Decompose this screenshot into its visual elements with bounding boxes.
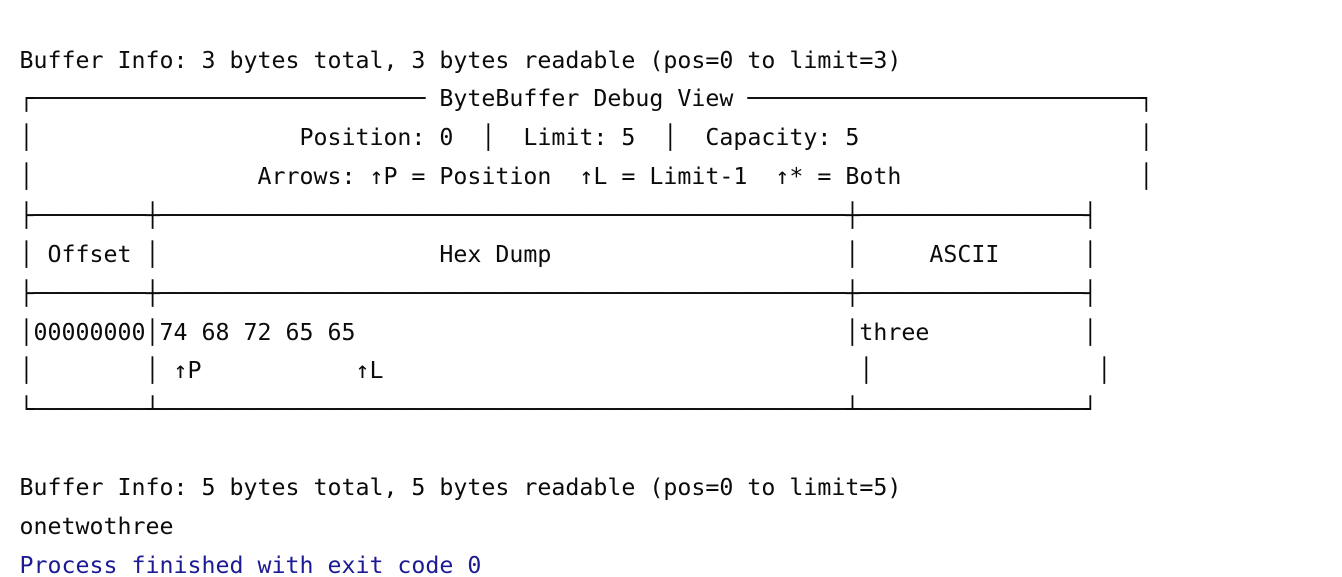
box-top-border: ┌──────────────────────────── ByteBuffer…: [19, 85, 1154, 113]
table-top-separator: ├────────┼──────────────────────────────…: [19, 201, 1098, 229]
table-data-row: │00000000│74 68 72 65 65 │three │: [19, 318, 1098, 346]
table-arrow-marker-row: │ │ ↑P ↑L │ │: [19, 357, 1112, 385]
process-finished-message: Process finished with exit code 0: [19, 551, 482, 577]
table-bottom-border: └────────┴──────────────────────────────…: [19, 396, 1098, 424]
program-output-line: onetwothree: [19, 512, 174, 540]
buffer-info-line-2: Buffer Info: 5 bytes total, 5 bytes read…: [19, 473, 902, 501]
table-header-separator: ├────────┼──────────────────────────────…: [19, 279, 1098, 307]
box-arrow-legend-line: │ Arrows: ↑P = Position ↑L = Limit-1 ↑* …: [19, 163, 1154, 191]
table-header-row: │ Offset │ Hex Dump │ ASCII │: [19, 240, 1098, 268]
blank-line: [20, 430, 1342, 469]
buffer-info-line-1: Buffer Info: 3 bytes total, 3 bytes read…: [19, 46, 902, 74]
box-stats-line: │ Position: 0 │ Limit: 5 │ Capacity: 5 │: [19, 124, 1154, 152]
